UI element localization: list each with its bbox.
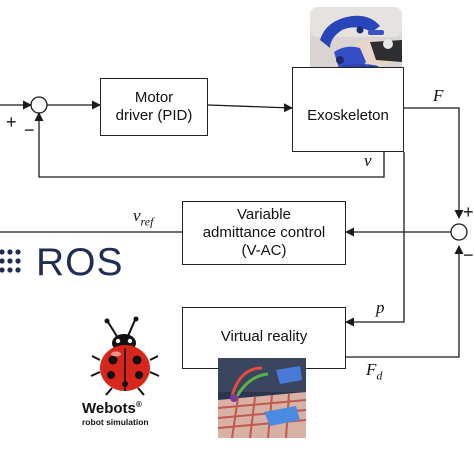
velocity-ref-sub: ref [140,214,154,229]
vac-block: Variable admittance control (V-AC) [182,201,346,265]
right-summing-junction [450,223,468,241]
right-minus-sign: − [463,245,474,265]
velocity-feedback-line [34,112,385,178]
position-label: p [376,298,385,317]
webots-name: Webots [82,400,136,417]
right-plus-sign: + [463,202,474,222]
vr-scene-image [217,358,307,439]
webots-logo-text: Webots® [82,400,142,417]
desired-force-line [346,245,464,358]
vac-label-line2: admittance control [202,224,326,241]
desired-force-label: Fd [366,360,382,383]
ros-logo-text: ROS [36,241,124,284]
exoskeleton-photo [310,7,402,83]
ros-dots-logo [0,249,21,273]
ladybug-icon [90,316,160,396]
motor-to-exo-arrow [207,103,293,113]
velocity-ref-label: vref [133,206,153,229]
motor-driver-label-line1: Motor [134,89,174,106]
virtual-reality-label: Virtual reality [220,328,308,345]
webots-registered-mark: ® [135,400,142,409]
left-summing-junction [30,96,48,114]
exoskeleton-label: Exoskeleton [307,107,389,124]
vac-label-line3: (V-AC) [241,242,287,259]
virtual-reality-block: Virtual reality [182,307,346,369]
velocity-ref-base: v [133,206,141,225]
force-label: F [433,86,444,105]
motor-driver-block: Motor driver (PID) [100,78,208,136]
desired-force-base: F [366,360,377,379]
left-plus-sign: + [6,112,17,132]
webots-tagline: robot simulation [82,417,149,427]
vac-label-line1: Variable [237,206,291,223]
motor-driver-label-line2: driver (PID) [115,107,193,124]
exoskeleton-block: Exoskeleton [292,67,404,152]
position-line [345,152,405,327]
force-output-line [404,107,464,219]
desired-force-sub: d [376,368,383,383]
left-minus-sign: − [24,120,35,140]
velocity-label: v [364,151,372,170]
